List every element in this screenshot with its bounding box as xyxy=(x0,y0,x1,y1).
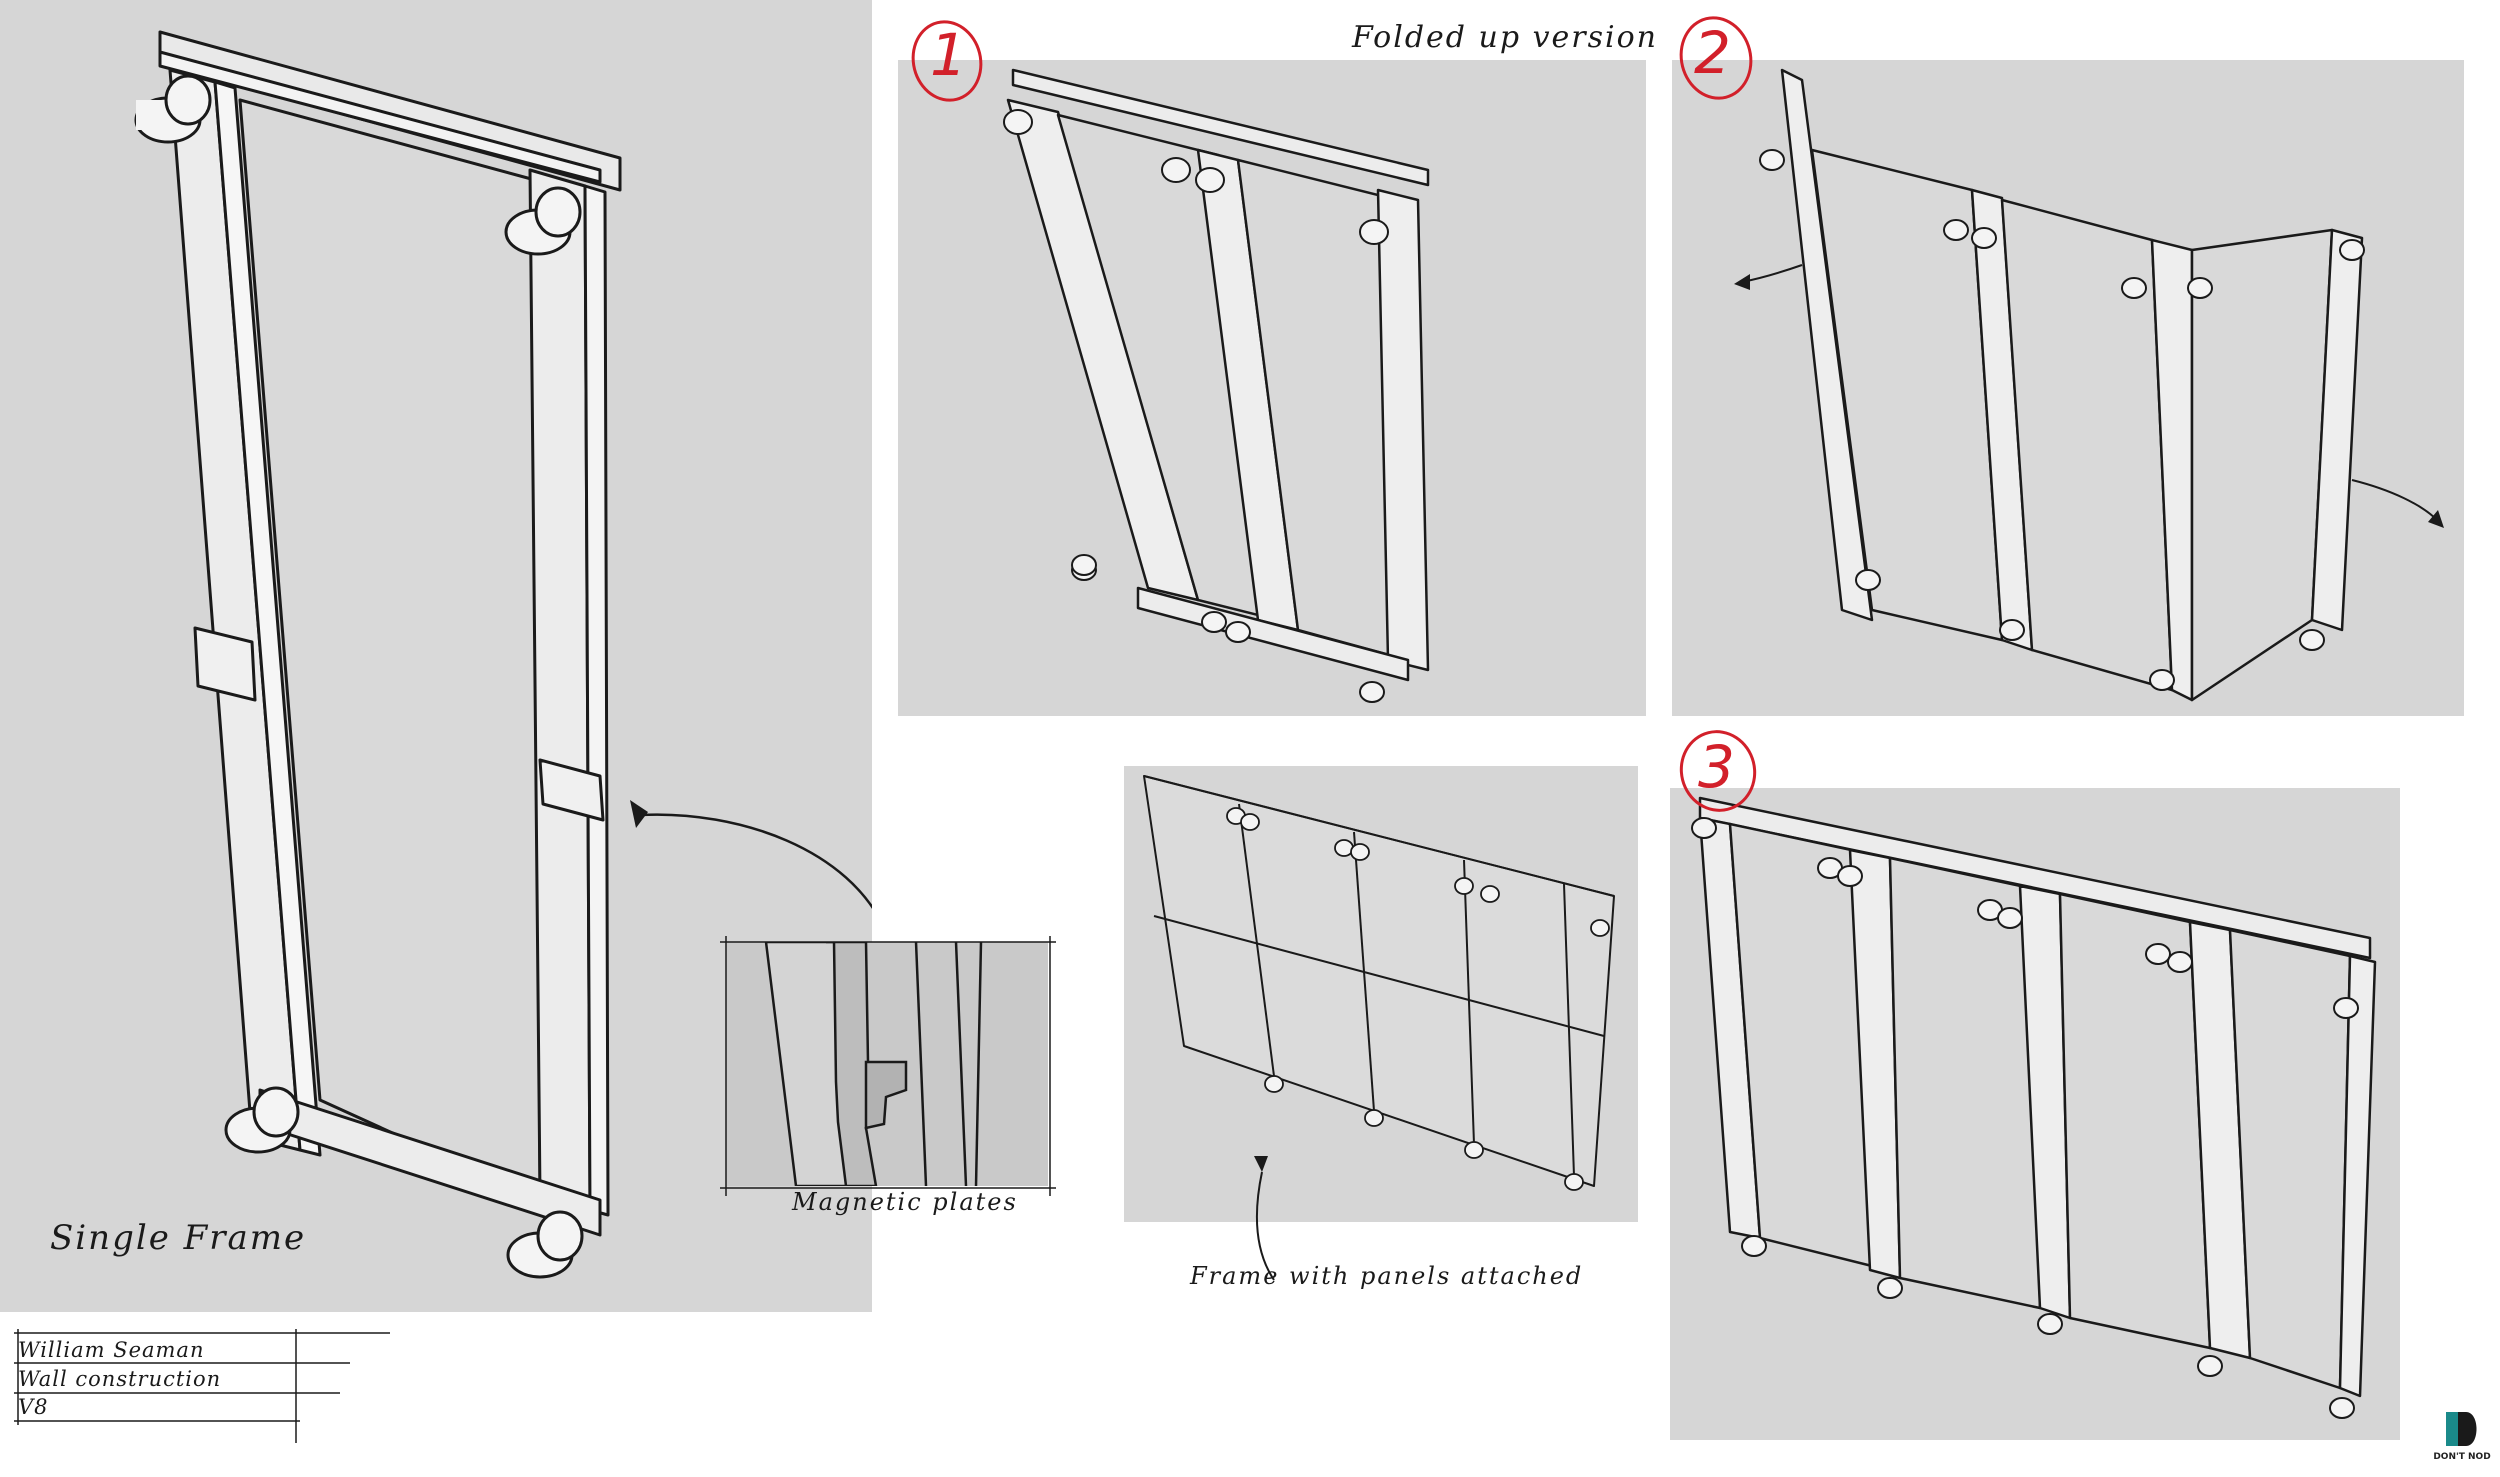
frame-with-panels-arrow xyxy=(1254,1156,1275,1281)
single-frame-drawing xyxy=(134,30,872,1279)
folded-up-label: Folded up version xyxy=(1352,20,1659,55)
frame-with-panels-label: Frame with panels attached xyxy=(1190,1262,1584,1290)
folded-step-2-panel xyxy=(1672,60,2464,716)
magnetic-plates-label: Magnetic plates xyxy=(792,1188,1018,1216)
step-2-number: 2 xyxy=(1694,19,1731,87)
single-frame-panel: Single Frame xyxy=(0,0,872,1312)
peg-top-left xyxy=(134,74,212,144)
folded-step-1-panel xyxy=(898,60,1646,716)
single-frame-label: Single Frame xyxy=(50,1218,307,1258)
title-block: William Seaman Wall construction V8 xyxy=(0,1325,400,1445)
peg-top-right xyxy=(504,186,582,256)
folded-step-2-drawing xyxy=(1734,68,2444,702)
magnetic-detail-drawing xyxy=(764,942,983,1186)
logo-mark-icon xyxy=(2446,1412,2477,1446)
step-3-number: 3 xyxy=(1698,733,1735,801)
peg-bottom-left xyxy=(224,1086,300,1154)
peg-bottom-right xyxy=(506,1210,584,1279)
title-version: V8 xyxy=(18,1395,49,1419)
folded-step-3-drawing xyxy=(1691,796,2377,1419)
step-1-number: 1 xyxy=(930,21,967,89)
magnetic-detail-frame-lines xyxy=(720,936,1056,1196)
title-block-lines xyxy=(14,1329,390,1443)
dontnod-logo: DON'T NOD xyxy=(2432,1410,2491,1470)
magnetic-plates-detail xyxy=(726,942,1048,1186)
frame-with-panels-panel xyxy=(1124,766,1638,1222)
folded-step-1-drawing xyxy=(1003,68,1430,703)
frame-with-panels-drawing xyxy=(1143,775,1615,1191)
title-subject: Wall construction xyxy=(18,1367,222,1391)
title-author: William Seaman xyxy=(18,1338,205,1362)
logo-text: DON'T NOD xyxy=(2433,1452,2491,1462)
folded-step-3-panel xyxy=(1670,788,2400,1440)
